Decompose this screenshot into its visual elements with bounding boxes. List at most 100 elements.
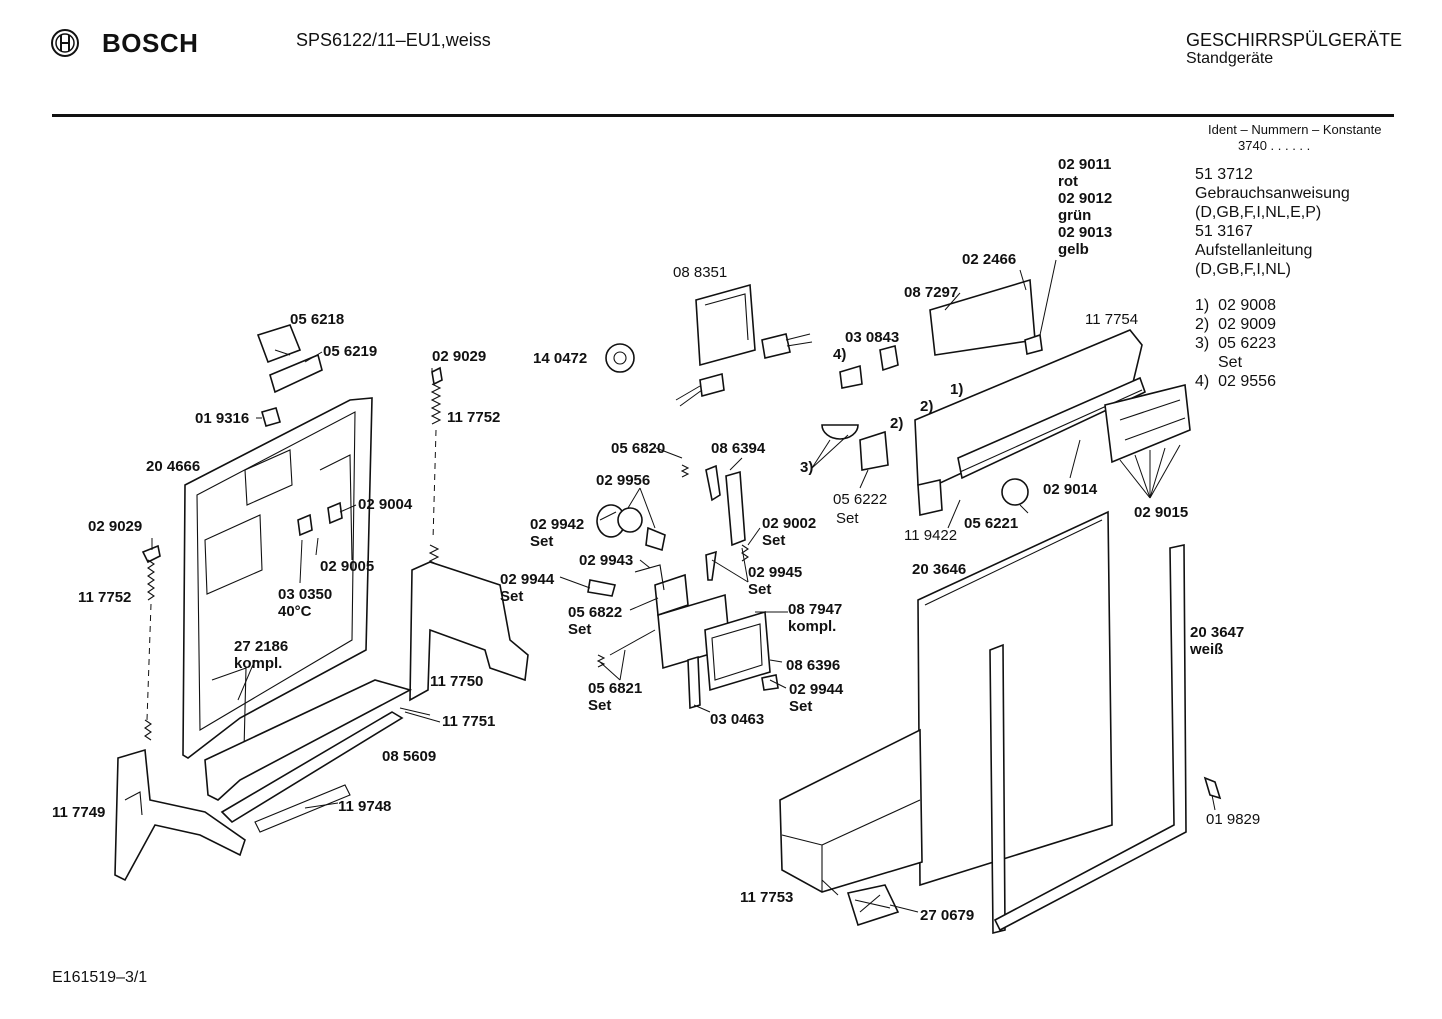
ident-title: Ident – Nummern – Konstante bbox=[1208, 122, 1382, 137]
part-label: Set bbox=[762, 532, 786, 549]
side-bracket bbox=[409, 561, 529, 702]
part-label: 02 9029 bbox=[88, 518, 143, 535]
part-label: rot bbox=[1058, 173, 1078, 190]
part-label: 20 4666 bbox=[146, 458, 201, 475]
part-label: gelb bbox=[1058, 241, 1089, 258]
dispenser-assembly bbox=[587, 464, 779, 710]
door-spring-left bbox=[141, 544, 161, 741]
part-label: 01 9829 bbox=[1206, 811, 1261, 828]
part-label: 08 5609 bbox=[382, 748, 437, 765]
adjustable-foot bbox=[846, 884, 900, 927]
part-label: 11 7749 bbox=[52, 804, 106, 821]
drawing-id: E161519–3/1 bbox=[52, 969, 148, 986]
doc-line: Gebrauchsanweisung bbox=[1195, 185, 1350, 202]
part-label: 02 9945 bbox=[748, 564, 803, 581]
part-label: 02 9014 bbox=[1043, 481, 1098, 498]
part-label: 08 6394 bbox=[711, 440, 766, 457]
part-label: kompl. bbox=[234, 655, 283, 672]
part-label: 05 6219 bbox=[323, 343, 378, 360]
part-label: Set bbox=[500, 588, 524, 605]
program-timer bbox=[605, 283, 813, 407]
footnote-item: 2) 02 9009 bbox=[1195, 316, 1276, 333]
part-label: 11 9422 bbox=[904, 527, 958, 544]
base-plinth bbox=[779, 728, 923, 893]
footnotes-list: 1) 02 9008 2) 02 9009 3) 05 6223 Set 4) … bbox=[1195, 296, 1276, 391]
part-label: 11 7752 bbox=[447, 409, 501, 426]
control-panel bbox=[821, 278, 1191, 516]
ident-value: 3740 . . . . . . bbox=[1238, 138, 1311, 153]
footnote-item: 4) 02 9556 bbox=[1195, 373, 1276, 390]
brand-name: BOSCH bbox=[102, 28, 199, 58]
part-label: 20 3647 bbox=[1190, 624, 1245, 641]
screw bbox=[1203, 776, 1222, 800]
documents-list: 51 3712 Gebrauchsanweisung (D,GB,F,I,NL,… bbox=[1195, 165, 1350, 279]
doc-line: (D,GB,F,I,NL) bbox=[1195, 261, 1292, 278]
part-label: 02 9944 bbox=[789, 681, 844, 698]
part-label: 03 0350 bbox=[278, 586, 333, 603]
part-label: 3) bbox=[800, 459, 814, 476]
part-label: Set bbox=[588, 697, 612, 714]
part-label: 02 9011 bbox=[1058, 156, 1112, 173]
part-label: Set bbox=[789, 698, 813, 715]
part-label: Set bbox=[748, 581, 772, 598]
part-label: 02 9013 bbox=[1058, 224, 1113, 241]
part-label: Set bbox=[568, 621, 592, 638]
part-label: 08 6396 bbox=[786, 657, 841, 674]
part-label: weiß bbox=[1190, 641, 1224, 658]
doc-line: (D,GB,F,I,NL,E,P) bbox=[1195, 204, 1322, 221]
header-rule bbox=[52, 114, 1394, 117]
doc-line: 51 3167 bbox=[1195, 223, 1253, 240]
part-label: 11 7751 bbox=[442, 713, 496, 730]
part-label: 11 7753 bbox=[740, 889, 794, 906]
part-label: 11 9748 bbox=[338, 798, 392, 815]
part-label: 03 0843 bbox=[845, 329, 900, 346]
part-label: grün bbox=[1058, 207, 1092, 224]
model-number: SPS6122/11–EU1,weiss bbox=[296, 30, 491, 50]
part-label: 01 9316 bbox=[195, 410, 250, 427]
part-label: 02 9012 bbox=[1058, 190, 1113, 207]
part-label: 02 9943 bbox=[579, 552, 634, 569]
part-label: 11 7754 bbox=[1085, 311, 1139, 328]
part-label: 02 9944 bbox=[500, 571, 555, 588]
part-label: 05 6221 bbox=[964, 515, 1019, 532]
part-label: 02 9942 bbox=[530, 516, 585, 533]
part-label: 27 2186 bbox=[234, 638, 289, 655]
part-label: 14 0472 bbox=[533, 350, 588, 367]
part-label: 02 2466 bbox=[962, 251, 1017, 268]
category-subtitle: Standgeräte bbox=[1186, 50, 1274, 67]
part-label: 1) bbox=[950, 381, 964, 398]
part-label: 05 6218 bbox=[290, 311, 345, 328]
part-label: 02 9005 bbox=[320, 558, 375, 575]
footnote-item: 3) 05 6223 bbox=[1195, 335, 1276, 352]
part-label: 02 9002 bbox=[762, 515, 817, 532]
part-label: kompl. bbox=[788, 618, 837, 635]
leader-lines bbox=[151, 259, 1216, 913]
part-label: 4) bbox=[833, 346, 847, 363]
part-label: 05 6822 bbox=[568, 604, 623, 621]
part-label: 08 7947 bbox=[788, 601, 843, 618]
part-label: 27 0679 bbox=[920, 907, 975, 924]
door-hinge bbox=[114, 748, 246, 882]
part-label: 20 3646 bbox=[912, 561, 967, 578]
part-label: 02 9015 bbox=[1134, 504, 1189, 521]
part-label: Set bbox=[530, 533, 554, 550]
part-label: 08 8351 bbox=[673, 264, 728, 281]
part-label: 05 6820 bbox=[611, 440, 666, 457]
door-inner-panel bbox=[182, 397, 373, 759]
part-label: 02 9029 bbox=[432, 348, 487, 365]
part-label: 40°C bbox=[278, 603, 312, 620]
doc-line: Aufstellanleitung bbox=[1195, 242, 1313, 259]
part-label: 02 9956 bbox=[596, 472, 651, 489]
footnote-extra: Set bbox=[1218, 354, 1243, 371]
part-label: 05 6821 bbox=[588, 680, 643, 697]
part-label: 11 7750 bbox=[430, 673, 484, 690]
part-label: 2) bbox=[890, 415, 904, 432]
part-label: 11 7752 bbox=[78, 589, 132, 606]
doc-line: 51 3712 bbox=[1195, 166, 1253, 183]
bottom-rail bbox=[204, 679, 413, 833]
footnote-item: 1) 02 9008 bbox=[1195, 297, 1276, 314]
part-label: 08 7297 bbox=[904, 284, 959, 301]
bosch-logo-icon bbox=[50, 28, 80, 58]
side-panel-right bbox=[989, 544, 1187, 935]
